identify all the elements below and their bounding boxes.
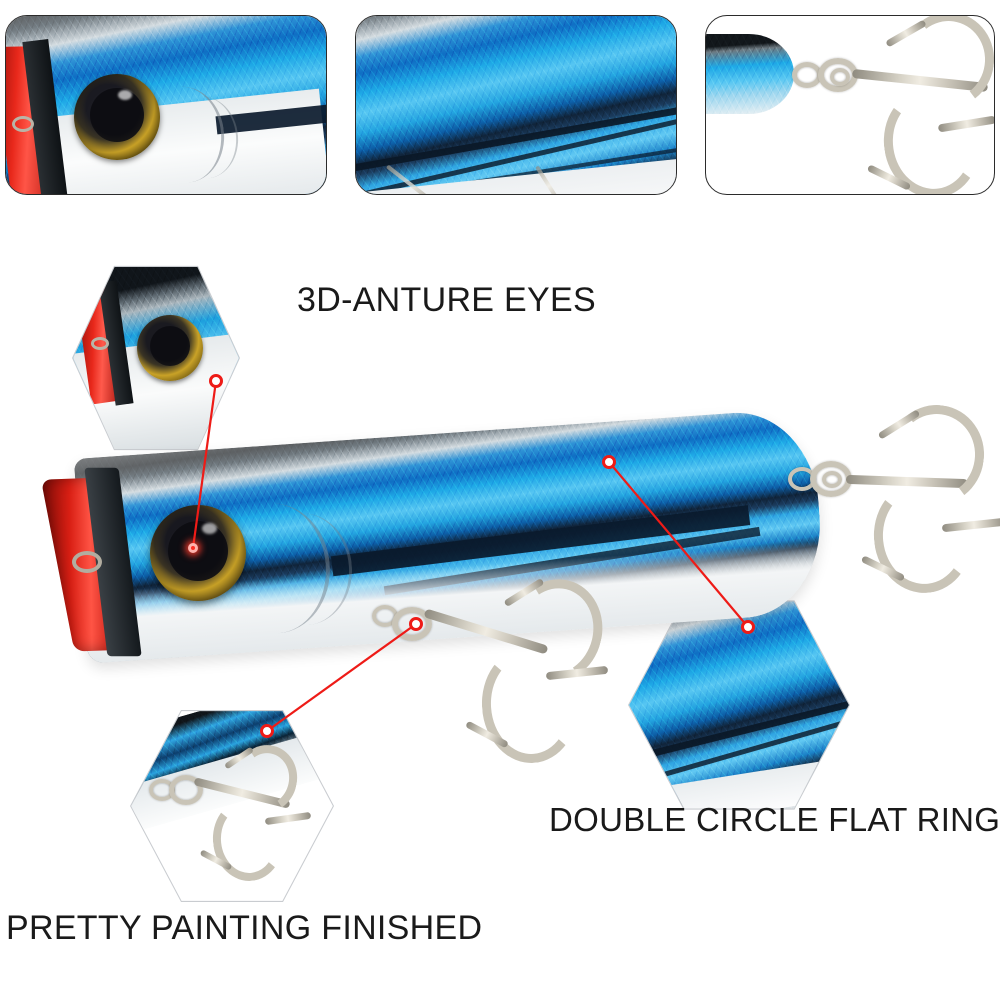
split-ring-inner-circle	[830, 68, 850, 86]
hex-thumbnail-hook	[130, 710, 334, 902]
tail-treble-hook	[770, 385, 1000, 598]
popper-fishing-lure	[40, 398, 1000, 767]
tail-hook-flat-ring-inner	[822, 471, 842, 488]
panel-hook-split-ring-art	[706, 16, 994, 194]
line-tie-eyelet	[12, 116, 34, 132]
marker-painting-hex	[260, 724, 274, 738]
lure-eye-pupil	[168, 521, 228, 581]
hex-eye-3d	[137, 315, 204, 382]
marker-flat-ring-hex	[741, 620, 755, 634]
lure-eye-pupil	[90, 88, 144, 142]
callout-label-3d-anture-eyes: 3D-ANTURE EYES	[297, 281, 596, 319]
lure-line-tie-eyelet	[72, 551, 102, 573]
panel-head-eye-art	[6, 16, 326, 194]
callout-label-pretty-painting-finished: PRETTY PAINTING FINISHED	[6, 909, 483, 947]
marker-painting-source	[409, 617, 423, 631]
panel-hook-split-ring	[705, 15, 995, 195]
lure-eye-3d	[150, 505, 246, 601]
lure-eye-3d	[74, 74, 160, 160]
marker-eyes-target	[188, 543, 198, 553]
belly-treble-hook	[360, 569, 620, 767]
panel-head-eye-closeup	[5, 15, 327, 195]
panel-body-scale-finish	[355, 15, 677, 195]
callout-label-double-circle-flat-ring: DOUBLE CIRCLE FLAT RING	[549, 801, 1000, 838]
hex-eye-line-tie	[91, 337, 110, 351]
hex-hook-split-ring	[169, 775, 204, 806]
marker-flat-ring-source	[602, 455, 616, 469]
marker-eyes-hex	[209, 374, 223, 388]
panel-body-scale-art	[356, 16, 676, 194]
